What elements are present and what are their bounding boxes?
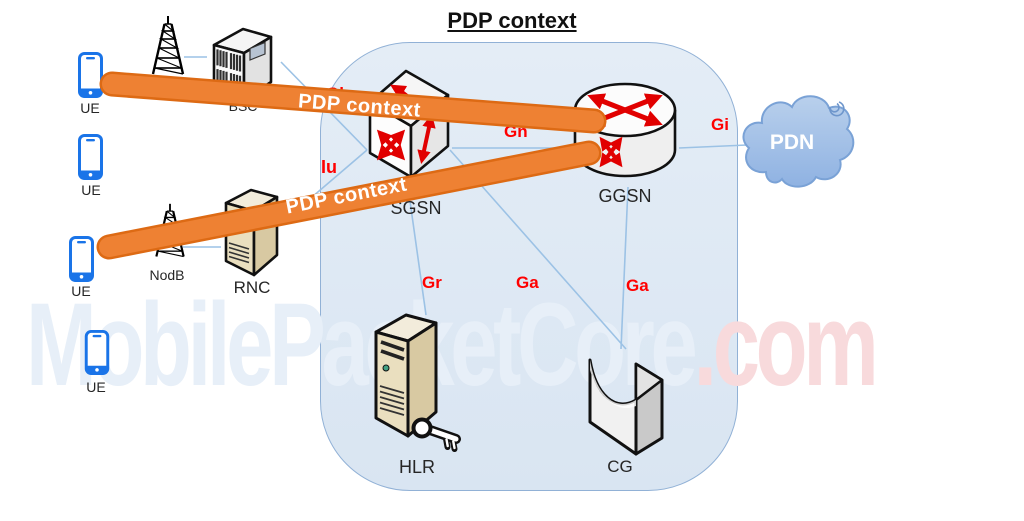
interface-label-ga-sgsn: Ga: [516, 273, 539, 292]
ue1-phone-icon: [78, 52, 103, 98]
key-icon: [411, 417, 461, 452]
watermark-pink-text: .com: [693, 279, 878, 411]
ue1-label: UE: [80, 100, 100, 116]
cg-label: CG: [607, 457, 633, 476]
interface-label-gi: Gi: [711, 115, 729, 134]
hlr-label: HLR: [398, 457, 436, 477]
ue2-phone-icon: [78, 134, 103, 180]
cloud-spiral-doodle: [829, 101, 845, 117]
pdn-label: PDN: [769, 131, 815, 154]
bts-antenna-icon: [151, 16, 185, 75]
ue4-phone-icon: [84, 330, 110, 375]
interface-label-iu: Iu: [321, 157, 337, 177]
ue2-label: UE: [81, 182, 101, 198]
cg-icon: [588, 358, 664, 456]
watermark: MobilePacketCore.com: [26, 286, 879, 404]
line-sgsn-hlr: [408, 193, 427, 316]
page-title: PDP context: [447, 8, 577, 33]
line-ggsn-cg: [620, 186, 629, 350]
rnc-label: RNC: [233, 278, 271, 297]
ue3-label: UE: [71, 283, 91, 299]
ggsn-label: GGSN: [598, 186, 652, 206]
line-ggsn-pdn: [678, 144, 748, 149]
watermark-blue-text: MobilePacketCore: [26, 279, 698, 411]
pdn-cloud-icon: [742, 95, 855, 188]
interface-label-gr: Gr: [422, 273, 442, 292]
sgsn-label: SGSN: [390, 198, 442, 218]
hlr-server-icon: [374, 313, 461, 452]
nodb-label: NodB: [149, 267, 185, 283]
ue4-label: UE: [86, 379, 106, 395]
ue3-phone-icon: [69, 236, 94, 282]
interface-label-ga-ggsn: Ga: [626, 276, 649, 295]
